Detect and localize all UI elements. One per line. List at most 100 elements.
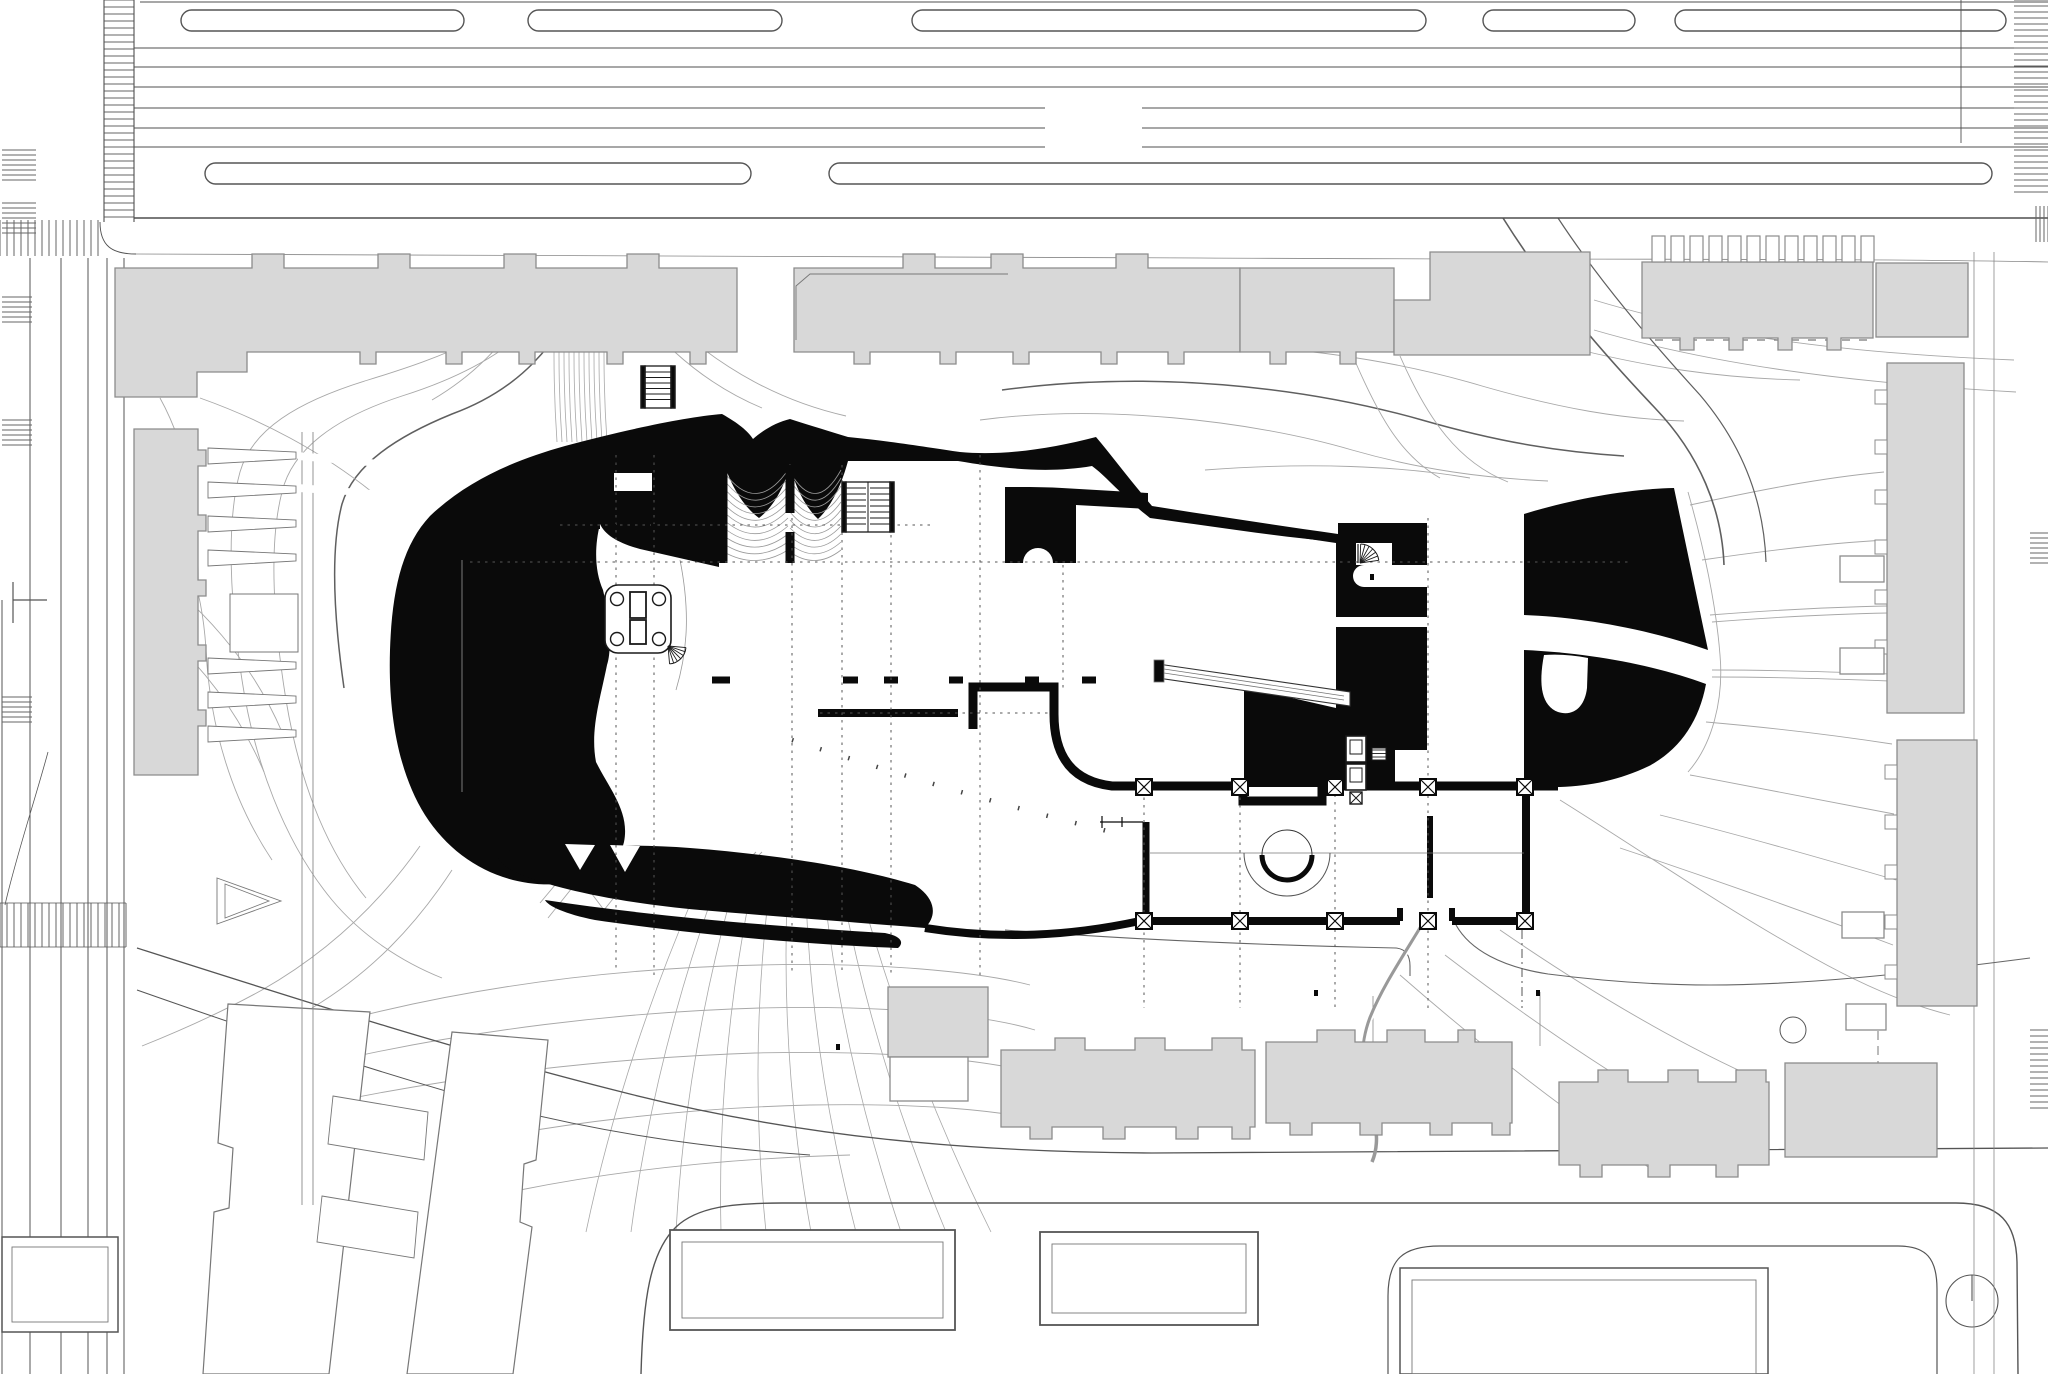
crosswalk-hatch <box>104 0 134 218</box>
fan-path <box>1559 799 1951 1016</box>
balcony-box <box>1884 764 1898 780</box>
stair-wall <box>889 481 895 533</box>
wall-slot <box>614 473 652 491</box>
contour-line <box>344 964 1031 1021</box>
apartment-block-north-e <box>1641 261 1874 351</box>
cove-contour <box>789 525 842 541</box>
parking-lot-inner <box>1051 1243 1247 1314</box>
frontage-line <box>135 253 2048 263</box>
site-dot <box>1536 990 1540 996</box>
balcony-box <box>1884 914 1898 930</box>
core-column <box>651 591 667 607</box>
balcony-row <box>1746 235 1761 263</box>
balcony-box <box>1884 964 1898 980</box>
fan-path <box>1709 605 1889 616</box>
bowtie-planting <box>216 877 283 925</box>
link-block <box>327 1095 429 1161</box>
contour-line <box>1061 343 1685 422</box>
court-block <box>229 593 299 653</box>
contour-ray <box>805 899 857 1233</box>
contour-line <box>1687 491 1722 773</box>
plaza-edge <box>675 559 687 691</box>
contour-line <box>1204 465 1471 479</box>
lane-divider <box>527 9 783 32</box>
path-pad <box>1841 911 1885 939</box>
contour-ray <box>720 899 750 1233</box>
apartment-slab-east-2 <box>1896 739 1978 1007</box>
road-corner <box>99 221 137 255</box>
crosswalk-hatch <box>0 903 127 947</box>
apartment-block-west <box>133 428 207 776</box>
column-marker <box>1135 912 1153 930</box>
cove-contour <box>789 509 842 528</box>
fan-path <box>1711 612 1889 623</box>
lane-divider <box>828 162 1993 185</box>
corridor-slot <box>1353 565 1430 587</box>
court-circle-wall <box>1259 854 1315 883</box>
planting-finger <box>207 691 297 709</box>
elevator-cab <box>629 591 647 619</box>
parking-lot <box>669 1229 956 1331</box>
column-marker <box>1516 912 1534 930</box>
fan-path <box>1711 676 1891 682</box>
parking-lot <box>1 1236 119 1333</box>
balcony-row <box>1822 235 1837 263</box>
balcony-box <box>1874 439 1888 455</box>
chevron-cut <box>610 845 640 872</box>
apartment-block-south-1 <box>1000 1037 1256 1140</box>
core-column <box>609 631 625 647</box>
cove-contour <box>789 493 842 514</box>
elevator-cab <box>629 619 647 645</box>
contour-line <box>439 1104 1049 1149</box>
apartment-block-north-c <box>1239 267 1395 365</box>
bus-bay-hatch <box>2 202 36 234</box>
bus-bay-hatch <box>2 696 32 723</box>
column-marker <box>1326 778 1344 796</box>
door-swing <box>1359 551 1376 564</box>
lane-divider <box>1674 9 2007 32</box>
lane-divider <box>180 9 465 32</box>
parking-lot-inner <box>11 1246 109 1323</box>
hinge-dot <box>612 524 616 530</box>
column-marker <box>1419 778 1437 796</box>
road-edge <box>1004 929 1411 976</box>
planting-finger <box>207 725 297 743</box>
cove-contour <box>789 541 842 555</box>
path-pad <box>1845 1003 1887 1031</box>
crosswalk-hatch <box>0 220 99 256</box>
wall <box>924 917 1141 940</box>
bus-bay-hatch <box>2 296 32 323</box>
east-room <box>1395 750 1510 784</box>
door-swing <box>1359 546 1370 564</box>
column-marker <box>1231 778 1249 796</box>
cove-contour <box>789 501 842 521</box>
balcony-box <box>1884 814 1898 830</box>
poche-under-ramp <box>1244 687 1336 787</box>
lane-divider <box>911 9 1427 32</box>
balcony-row <box>1689 235 1704 263</box>
loop-road-outer <box>640 1202 2019 1374</box>
loop-road-inner <box>1387 1245 1938 1374</box>
elevator-door <box>1349 767 1363 783</box>
contour-line <box>1001 380 1625 457</box>
site-dot <box>1314 990 1318 996</box>
contour-line <box>979 413 1549 482</box>
balcony-row <box>1727 235 1742 263</box>
planting-finger <box>207 447 297 465</box>
door-swing <box>667 645 671 664</box>
outline-building-sw-1 <box>202 1003 371 1374</box>
parking-lot <box>1039 1231 1259 1326</box>
fan-path <box>1689 774 1895 815</box>
apartment-block-north-d <box>1393 251 1591 356</box>
door-swing <box>669 647 687 665</box>
contour-line <box>141 845 421 1047</box>
chevron-cut <box>565 844 595 870</box>
apartment-block-north-a <box>114 253 738 398</box>
cove-contour <box>723 549 789 561</box>
core-column <box>609 591 625 607</box>
contour-ray <box>585 899 693 1233</box>
cove-contour <box>723 485 789 508</box>
cove-contour <box>723 509 789 528</box>
apartment-block-south-4 <box>1784 1062 1938 1158</box>
